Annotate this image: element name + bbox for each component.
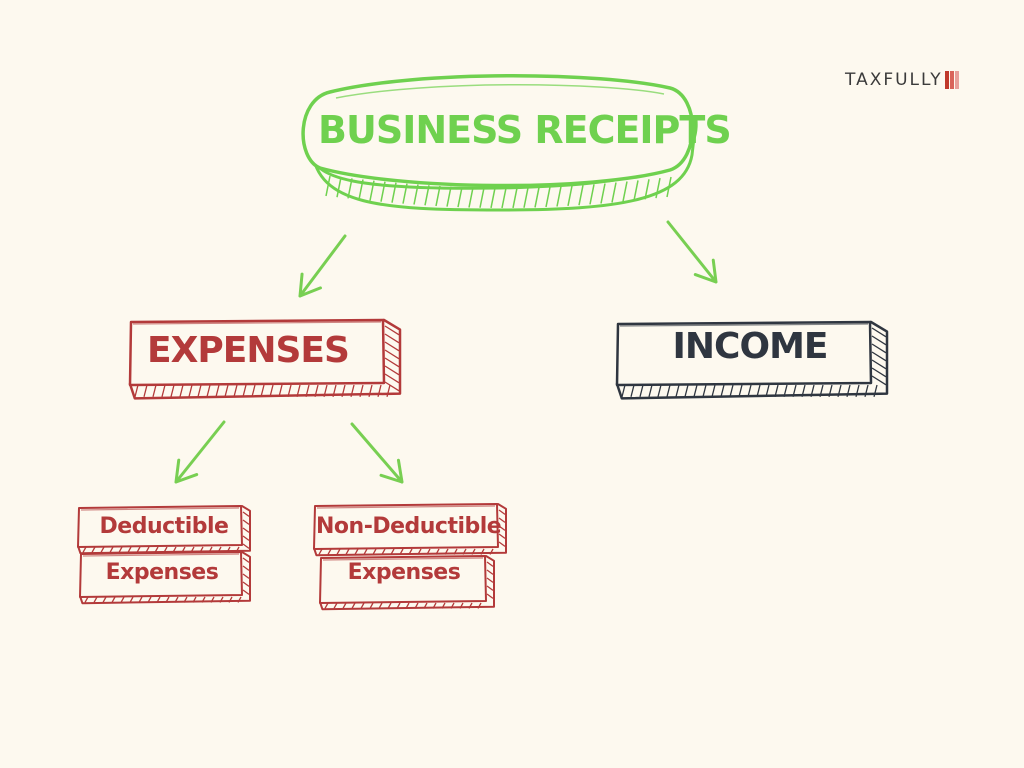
- deductible-bottom-shape: [79, 551, 251, 605]
- income-node-label: INCOME: [672, 326, 829, 367]
- arrow-to-deductible: [174, 420, 226, 484]
- brand-bar: [954, 71, 959, 89]
- brand-bar: [949, 71, 954, 89]
- deductible-label-line2: Expenses: [105, 560, 219, 585]
- brand-bar: [944, 71, 949, 89]
- brand-logo: TAXFULLY: [845, 70, 959, 90]
- non-deductible-bottom-shape: [319, 555, 495, 611]
- arrow-to-expenses: [298, 234, 347, 298]
- root-node-shape: [301, 73, 698, 212]
- non-deductible-top-shape: [313, 503, 507, 557]
- non-deductible-label-line2: Expenses: [347, 560, 461, 585]
- expenses-node-shape: [128, 318, 402, 400]
- root-node-label: BUSINESS RECEIPTS: [318, 108, 732, 152]
- arrow-to-income: [666, 220, 718, 284]
- deductible-label-line1: Deductible: [99, 514, 229, 539]
- brand-bars-icon: [944, 71, 959, 89]
- brand-name: TAXFULLY: [845, 70, 943, 90]
- expenses-node-label: EXPENSES: [147, 330, 350, 371]
- arrow-to-non-deductible: [350, 422, 404, 484]
- income-node-shape: [615, 320, 889, 400]
- non-deductible-label-line1: Non-Deductible: [316, 514, 502, 539]
